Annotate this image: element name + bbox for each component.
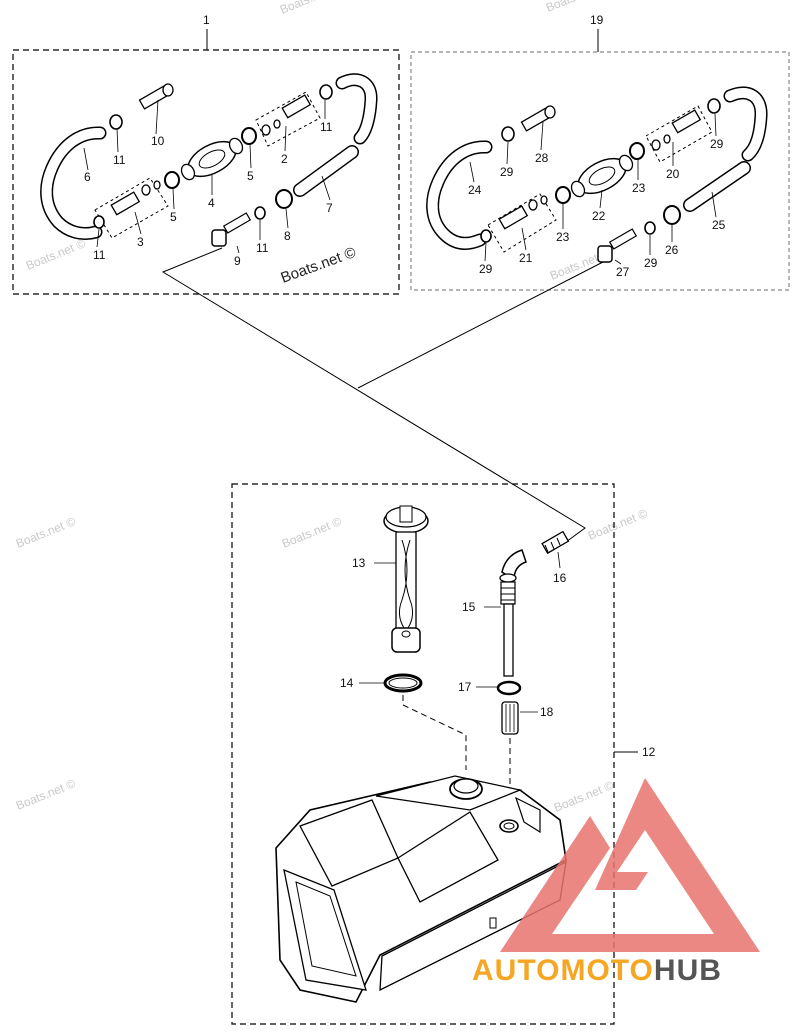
assembly-dash-lines bbox=[402, 695, 511, 820]
nut-29 bbox=[707, 98, 721, 114]
callout-29: 29 bbox=[710, 137, 724, 151]
group-label-tank: 12 bbox=[642, 745, 656, 759]
callout-25: 25 bbox=[712, 218, 726, 232]
callout-4: 4 bbox=[208, 196, 215, 210]
connector-8 bbox=[275, 189, 293, 209]
callout-11: 11 bbox=[113, 153, 126, 167]
callout-22: 22 bbox=[592, 209, 606, 223]
fuel-gauge-13 bbox=[383, 505, 429, 653]
callout-11: 11 bbox=[93, 248, 106, 262]
callout-5: 5 bbox=[247, 169, 254, 183]
callout-26: 26 bbox=[665, 243, 679, 257]
fuel-line-kit-b: 19 bbox=[410, 13, 790, 291]
callout-28: 28 bbox=[535, 151, 549, 165]
brand-part-auto: AUTO bbox=[472, 954, 560, 987]
kit-a-border bbox=[12, 49, 400, 295]
watermark: Boats.net © bbox=[552, 778, 616, 815]
callout-6: 6 bbox=[84, 170, 91, 184]
check-valve-21 bbox=[487, 193, 557, 253]
watermark-main: Boats.net © bbox=[279, 244, 359, 287]
nut-11 bbox=[93, 215, 105, 229]
callout-18: 18 bbox=[540, 705, 554, 719]
washer-5 bbox=[241, 127, 257, 145]
callout-27: 27 bbox=[616, 265, 630, 279]
nut-29 bbox=[501, 126, 515, 142]
fuel-tank-assembly: 12 bbox=[231, 483, 656, 1025]
nut-29 bbox=[480, 229, 492, 243]
hose-upper-right-b-inner bbox=[725, 87, 766, 160]
hose-upper-right-inner bbox=[337, 74, 376, 143]
callout-14: 14 bbox=[340, 676, 354, 690]
fitting-27 bbox=[597, 228, 638, 263]
watermark: Boats.net © bbox=[586, 506, 650, 543]
washer-23 bbox=[555, 186, 571, 204]
nut-11 bbox=[254, 206, 266, 220]
primer-bulb-4 bbox=[180, 137, 244, 181]
fitting-9 bbox=[211, 212, 252, 247]
callout-29: 29 bbox=[644, 256, 658, 270]
hose-7-inner bbox=[294, 146, 358, 196]
filter-18 bbox=[501, 701, 519, 735]
callout-11: 11 bbox=[320, 120, 333, 134]
callout-7: 7 bbox=[326, 201, 333, 215]
leader-lines-tank bbox=[359, 551, 561, 713]
callout-20: 20 bbox=[666, 167, 680, 181]
hose-6-inner bbox=[41, 127, 105, 239]
hose-24-inner bbox=[427, 141, 491, 249]
brand-part-hub: HUB bbox=[654, 954, 722, 987]
washer-23 bbox=[629, 142, 645, 160]
hose-25-inner bbox=[684, 162, 750, 211]
check-valve-20 bbox=[645, 105, 713, 163]
watermark: Boats.net © bbox=[24, 236, 88, 273]
brand-part-moto: MOTO bbox=[560, 954, 653, 987]
callout-5: 5 bbox=[170, 210, 177, 224]
kit-b-border bbox=[410, 51, 790, 291]
leader-lines-kit-a bbox=[83, 99, 331, 254]
callout-29: 29 bbox=[500, 165, 514, 179]
callout-23: 23 bbox=[632, 181, 646, 195]
washer-5 bbox=[164, 171, 180, 189]
automotohub-logo: AUTOMOTOHUB bbox=[472, 778, 760, 987]
callout-9: 9 bbox=[234, 254, 241, 268]
fitting-28 bbox=[520, 105, 556, 132]
callout-15: 15 bbox=[462, 600, 476, 614]
fitting-16 bbox=[541, 530, 570, 555]
nut-11 bbox=[109, 114, 123, 130]
fuel-tank-12 bbox=[275, 775, 567, 1003]
callout-16: 16 bbox=[553, 571, 567, 585]
o-ring-17 bbox=[496, 680, 522, 696]
callout-21: 21 bbox=[519, 251, 533, 265]
callout-8: 8 bbox=[284, 229, 291, 243]
tank-border bbox=[231, 483, 615, 1025]
callout-11: 11 bbox=[256, 241, 269, 255]
callout-24: 24 bbox=[468, 183, 482, 197]
callout-23: 23 bbox=[556, 230, 570, 244]
nut-11 bbox=[319, 84, 333, 100]
group-label-kit-b: 19 bbox=[590, 13, 604, 27]
callout-13: 13 bbox=[352, 556, 366, 570]
watermark: Boats.net © bbox=[14, 514, 78, 551]
callout-3: 3 bbox=[137, 235, 144, 249]
check-valve-3 bbox=[94, 177, 169, 239]
group-label-kit-a: 1 bbox=[203, 13, 210, 27]
fitting-10 bbox=[138, 83, 174, 110]
fuel-pickup-15 bbox=[499, 549, 527, 677]
callout-2: 2 bbox=[281, 152, 288, 166]
callout-29: 29 bbox=[479, 262, 493, 276]
nut-29 bbox=[644, 221, 656, 235]
brand-name: AUTOMOTOHUB bbox=[472, 954, 722, 987]
watermark: Boats.net © bbox=[280, 514, 344, 551]
watermark: Boats.net © bbox=[14, 776, 78, 813]
callout-17: 17 bbox=[458, 680, 472, 694]
watermark: Boats.net © bbox=[278, 0, 342, 17]
primer-bulb-22 bbox=[570, 154, 634, 198]
logo-triangle-icon bbox=[500, 778, 760, 952]
connector-26 bbox=[663, 205, 681, 225]
check-valve-2 bbox=[255, 91, 321, 147]
assembly-leader-lines bbox=[161, 247, 604, 543]
o-ring-14-inner bbox=[388, 677, 418, 689]
leader-lines-kit-b bbox=[469, 113, 717, 265]
callout-10: 10 bbox=[151, 134, 165, 148]
